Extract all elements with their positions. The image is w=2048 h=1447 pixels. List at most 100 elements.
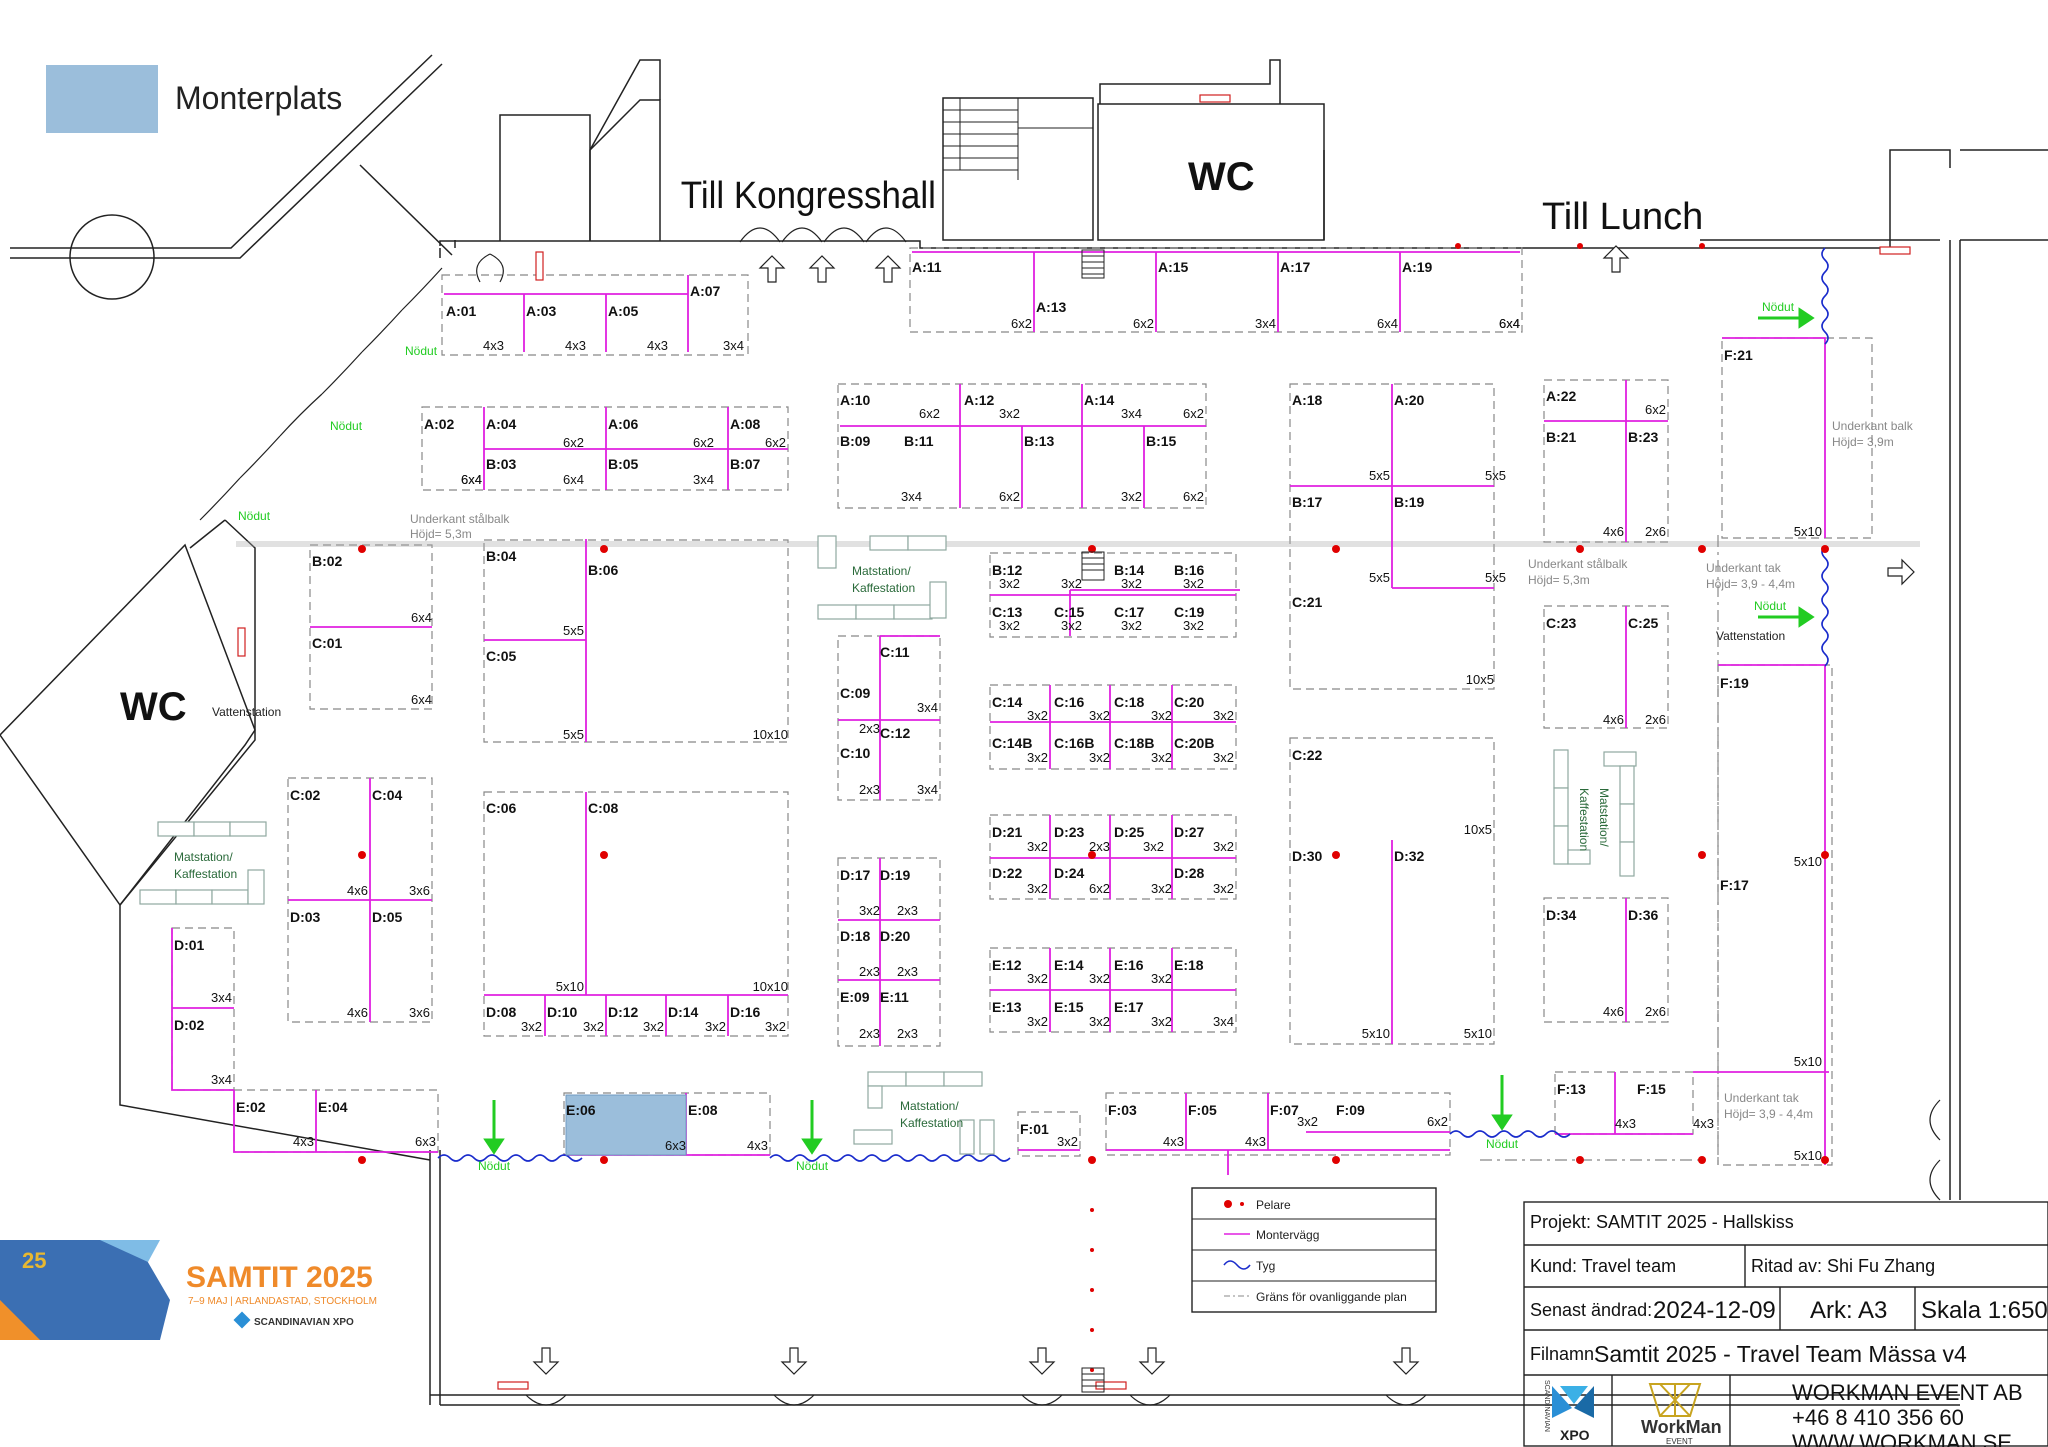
stand-label[interactable]: C:06 xyxy=(486,800,517,816)
stand-label[interactable]: F:09 xyxy=(1336,1102,1365,1118)
stand-label[interactable]: A:15 xyxy=(1158,259,1189,275)
stand-label[interactable]: F:19 xyxy=(1720,675,1749,691)
stand-label[interactable]: C:09 xyxy=(840,685,871,701)
stand-label[interactable]: B:04 xyxy=(486,548,517,564)
stand-label[interactable]: D:10 xyxy=(547,1004,578,1020)
stand-label[interactable]: C:21 xyxy=(1292,594,1323,610)
stand-label[interactable]: A:05 xyxy=(608,303,639,319)
stand-label[interactable]: A:03 xyxy=(526,303,557,319)
stand-label[interactable]: D:25 xyxy=(1114,824,1145,840)
stand-label[interactable]: A:08 xyxy=(730,416,761,432)
stand-label[interactable]: C:18B xyxy=(1114,735,1154,751)
stand-label[interactable]: A:02 xyxy=(424,416,455,432)
stand-label[interactable]: D:05 xyxy=(372,909,403,925)
stand-label[interactable]: B:07 xyxy=(730,456,761,472)
stand-label[interactable]: E:06 xyxy=(566,1102,596,1118)
stand-label[interactable]: C:13 xyxy=(992,604,1023,620)
stand-label[interactable]: D:24 xyxy=(1054,865,1085,881)
stand-label[interactable]: D:14 xyxy=(668,1004,699,1020)
stand-label[interactable]: F:13 xyxy=(1557,1081,1586,1097)
stand-label[interactable]: A:20 xyxy=(1394,392,1425,408)
stand-label[interactable]: F:03 xyxy=(1108,1102,1137,1118)
stand-label[interactable]: D:34 xyxy=(1546,907,1577,923)
stand-label[interactable]: C:14 xyxy=(992,694,1023,710)
stand-label[interactable]: C:25 xyxy=(1628,615,1659,631)
stand-label[interactable]: A:18 xyxy=(1292,392,1323,408)
stand-label[interactable]: B:15 xyxy=(1146,433,1177,449)
stand-label[interactable]: D:30 xyxy=(1292,848,1323,864)
stand-label[interactable]: C:20 xyxy=(1174,694,1205,710)
stand-label[interactable]: E:15 xyxy=(1054,999,1084,1015)
stand-label[interactable]: C:10 xyxy=(840,745,871,761)
stand-label[interactable]: D:23 xyxy=(1054,824,1085,840)
stand-label[interactable]: E:18 xyxy=(1174,957,1204,973)
stand-label[interactable]: A:14 xyxy=(1084,392,1115,408)
stand-label[interactable]: A:12 xyxy=(964,392,995,408)
stand-label[interactable]: C:08 xyxy=(588,800,619,816)
stand-label[interactable]: B:06 xyxy=(588,562,619,578)
stand-label[interactable]: C:14B xyxy=(992,735,1032,751)
stand-label[interactable]: E:12 xyxy=(992,957,1022,973)
stand-label[interactable]: E:16 xyxy=(1114,957,1144,973)
stand-label[interactable]: C:16 xyxy=(1054,694,1085,710)
stand-label[interactable]: D:32 xyxy=(1394,848,1425,864)
stand-label[interactable]: D:28 xyxy=(1174,865,1205,881)
stand-label[interactable]: A:01 xyxy=(446,303,477,319)
stand-label[interactable]: A:17 xyxy=(1280,259,1311,275)
stand-label[interactable]: B:02 xyxy=(312,553,343,569)
stand-label[interactable]: A:11 xyxy=(912,259,942,275)
stand-label[interactable]: D:01 xyxy=(174,937,205,953)
stand-label[interactable]: E:14 xyxy=(1054,957,1084,973)
stand-label[interactable]: A:06 xyxy=(608,416,639,432)
stand-label[interactable]: C:05 xyxy=(486,648,517,664)
stand-label[interactable]: F:01 xyxy=(1020,1121,1049,1137)
stand-label[interactable]: E:04 xyxy=(318,1099,348,1115)
stand-label[interactable]: D:27 xyxy=(1174,824,1205,840)
stand-label[interactable]: D:17 xyxy=(840,867,871,883)
stand-label[interactable]: E:02 xyxy=(236,1099,266,1115)
stand-label[interactable]: C:02 xyxy=(290,787,321,803)
stand-label[interactable]: D:20 xyxy=(880,928,911,944)
stand-label[interactable]: A:19 xyxy=(1402,259,1433,275)
stand-label[interactable]: B:19 xyxy=(1394,494,1425,510)
stand-label[interactable]: E:08 xyxy=(688,1102,718,1118)
stand-label[interactable]: B:14 xyxy=(1114,562,1145,578)
stand-label[interactable]: B:05 xyxy=(608,456,639,472)
stand-label[interactable]: C:16B xyxy=(1054,735,1094,751)
stand-label[interactable]: F:15 xyxy=(1637,1081,1666,1097)
stand-label[interactable]: C:11 xyxy=(880,644,910,660)
stand-label[interactable]: A:22 xyxy=(1546,388,1577,404)
stand-label[interactable]: D:12 xyxy=(608,1004,639,1020)
stand-label[interactable]: B:17 xyxy=(1292,494,1323,510)
stand-label[interactable]: D:19 xyxy=(880,867,911,883)
stand-label[interactable]: B:13 xyxy=(1024,433,1055,449)
stand-label[interactable]: C:01 xyxy=(312,635,343,651)
stand-label[interactable]: D:16 xyxy=(730,1004,761,1020)
stand-label[interactable]: D:18 xyxy=(840,928,871,944)
stand-label[interactable]: A:10 xyxy=(840,392,871,408)
stand-label[interactable]: C:04 xyxy=(372,787,403,803)
stand-label[interactable]: D:36 xyxy=(1628,907,1659,923)
stand-label[interactable]: D:02 xyxy=(174,1017,205,1033)
stand-label[interactable]: A:04 xyxy=(486,416,517,432)
stand-label[interactable]: D:22 xyxy=(992,865,1023,881)
stand-label[interactable]: E:09 xyxy=(840,989,870,1005)
stand-label[interactable]: C:22 xyxy=(1292,747,1323,763)
stand-label[interactable]: F:21 xyxy=(1724,347,1753,363)
stand-label[interactable]: C:15 xyxy=(1054,604,1085,620)
stand-label[interactable]: D:21 xyxy=(992,824,1023,840)
stand-label[interactable]: D:03 xyxy=(290,909,321,925)
stand-label[interactable]: D:08 xyxy=(486,1004,517,1020)
stand-label[interactable]: C:12 xyxy=(880,725,911,741)
stand-label[interactable]: E:13 xyxy=(992,999,1022,1015)
stand-label[interactable]: B:03 xyxy=(486,456,517,472)
stand-label[interactable]: F:07 xyxy=(1270,1102,1299,1118)
stand-label[interactable]: E:11 xyxy=(880,989,909,1005)
stand-label[interactable]: C:17 xyxy=(1114,604,1145,620)
stand-label[interactable]: B:23 xyxy=(1628,429,1659,445)
stand-label[interactable]: B:09 xyxy=(840,433,871,449)
stand-label[interactable]: F:17 xyxy=(1720,877,1749,893)
highlighted-booth-e06[interactable] xyxy=(565,1094,687,1156)
stand-label[interactable]: E:17 xyxy=(1114,999,1144,1015)
stand-label[interactable]: C:19 xyxy=(1174,604,1205,620)
